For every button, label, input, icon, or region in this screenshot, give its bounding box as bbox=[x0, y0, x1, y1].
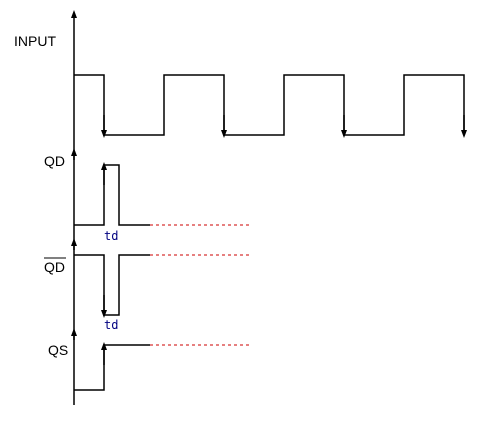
td-label-upper: td bbox=[104, 229, 118, 243]
qd-bar-label: QD bbox=[44, 259, 65, 275]
qs-waveform bbox=[74, 344, 150, 391]
qs-label: QS bbox=[48, 342, 68, 358]
td-label-lower: td bbox=[104, 318, 118, 332]
qd-label: QD bbox=[44, 153, 65, 169]
input-label: INPUT bbox=[14, 33, 56, 49]
input-waveform bbox=[74, 74, 465, 136]
qd-waveform bbox=[74, 164, 150, 226]
qd-bar-waveform bbox=[74, 254, 150, 316]
